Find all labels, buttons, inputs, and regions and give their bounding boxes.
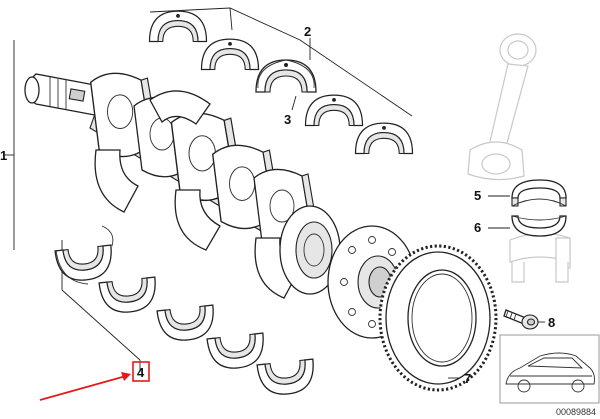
frame-upper-shells-tick	[229, 7, 233, 31]
lower-thrust-flange	[55, 225, 114, 285]
increment-wheel	[378, 244, 498, 392]
highlight-arrow	[39, 375, 127, 401]
rod-bearing-shell-lower	[511, 215, 567, 237]
leader-3	[291, 95, 297, 111]
callout-5: 5	[474, 188, 481, 203]
car-body	[505, 352, 595, 385]
lower-shells-group	[54, 225, 317, 398]
lower-bearing-shell	[256, 358, 317, 398]
counterweight	[149, 90, 211, 125]
callout-3: 3	[284, 112, 291, 127]
rod-bearing-shell-upper	[511, 179, 567, 207]
upper-bearing-shell	[354, 122, 414, 155]
bolt	[503, 309, 539, 330]
callout-8: 8	[548, 315, 555, 330]
frame-upper-shells	[149, 7, 413, 117]
highlight-arrow-head	[121, 372, 131, 381]
upper-bearing-shell	[148, 10, 208, 43]
thrust-flange	[257, 59, 315, 89]
callout-7: 7	[464, 371, 471, 386]
upper-bearing-shell	[200, 38, 260, 71]
callout-1: 1	[0, 148, 7, 163]
lower-bearing-shell	[156, 304, 217, 344]
callout-4-highlight-box	[132, 361, 150, 382]
crankshaft	[24, 72, 341, 299]
connecting-rod-ghost	[467, 33, 571, 283]
vehicle-thumbnail	[499, 334, 600, 404]
callout-6: 6	[474, 220, 481, 235]
counterweight	[174, 189, 221, 251]
upper-bearing-shell	[304, 94, 364, 127]
snout-end	[24, 76, 40, 104]
callout-2: 2	[304, 24, 311, 39]
lower-bearing-shell	[98, 276, 159, 316]
counterweight	[94, 149, 139, 213]
callout-4: 4	[137, 365, 145, 380]
upper-shells-group	[148, 10, 414, 155]
image-code: 00089884	[556, 407, 596, 417]
thrust-bearing-shell	[255, 59, 317, 93]
lower-bearing-shell	[54, 244, 115, 284]
